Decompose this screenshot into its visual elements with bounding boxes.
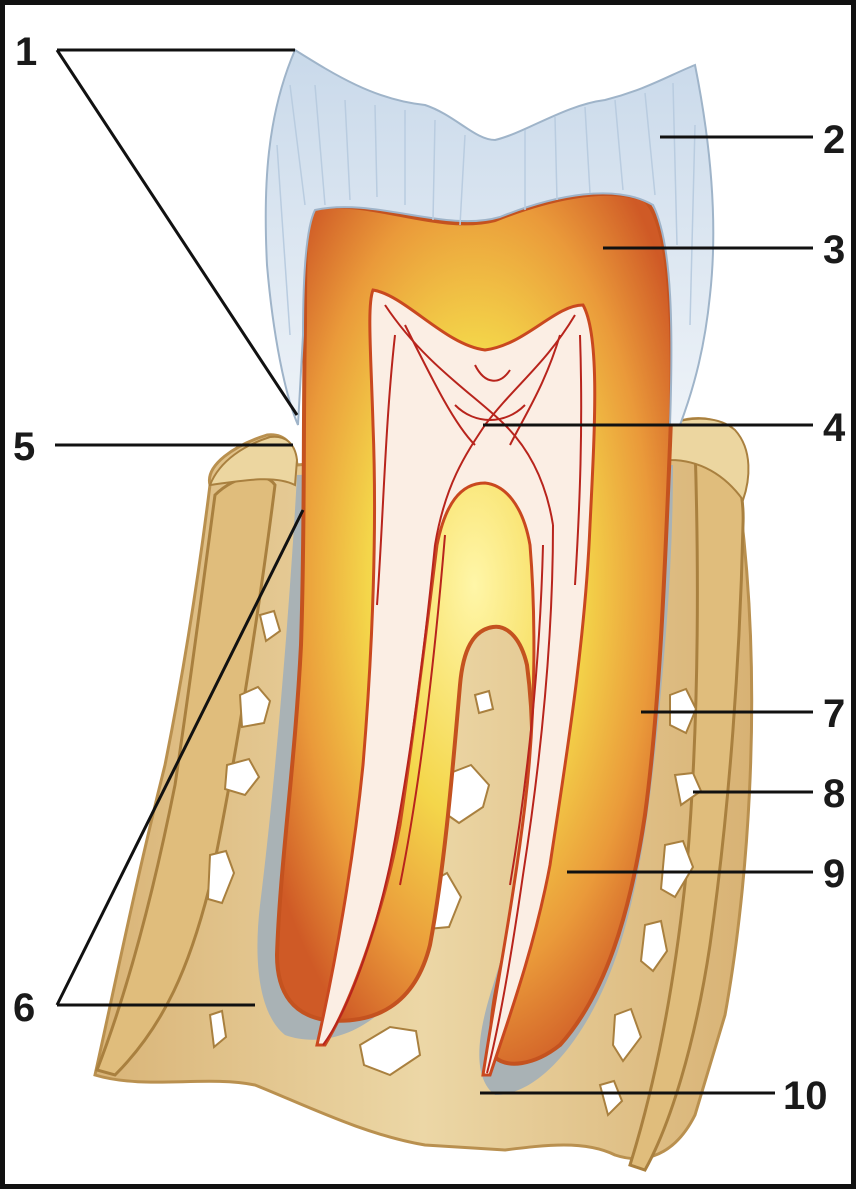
label-1: 1 bbox=[15, 30, 37, 74]
label-3: 3 bbox=[823, 228, 845, 272]
label-7: 7 bbox=[823, 692, 845, 736]
tooth-illustration: 1 2 3 4 5 6 7 8 9 10 bbox=[5, 5, 851, 1184]
label-8: 8 bbox=[823, 772, 845, 816]
label-6: 6 bbox=[13, 986, 35, 1030]
label-2: 2 bbox=[823, 118, 845, 162]
label-10: 10 bbox=[783, 1074, 828, 1118]
label-4: 4 bbox=[823, 406, 846, 450]
label-5: 5 bbox=[13, 425, 35, 469]
label-9: 9 bbox=[823, 852, 845, 896]
